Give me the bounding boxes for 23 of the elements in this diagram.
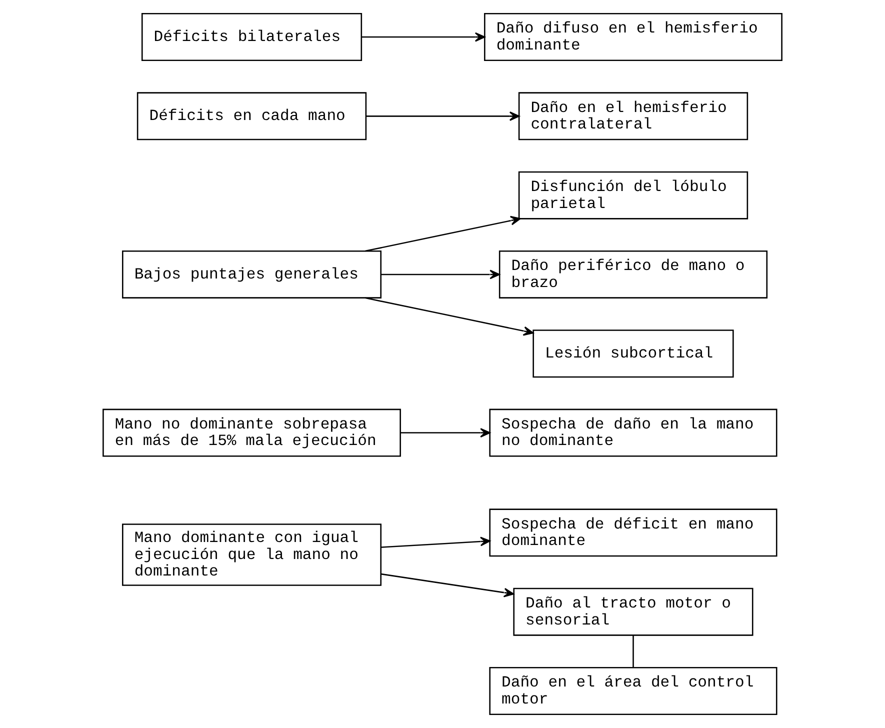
node-box: Lesión subcortical bbox=[532, 330, 734, 378]
node-box: Bajos puntajes generales bbox=[122, 250, 382, 298]
arrow bbox=[381, 536, 490, 548]
arrow bbox=[365, 297, 534, 336]
arrow bbox=[362, 32, 486, 42]
arrow bbox=[366, 111, 520, 121]
node-box: Daño en el hemisferio contralateral bbox=[518, 92, 748, 140]
arrow bbox=[400, 428, 490, 438]
node-box: Daño al tracto motor o sensorial bbox=[513, 588, 754, 636]
arrow bbox=[381, 573, 514, 598]
node-box: Déficits bilaterales bbox=[141, 13, 362, 62]
node-box: Sospecha de daño en la mano no dominante bbox=[489, 408, 778, 457]
node-box: Daño en el área del control motor bbox=[489, 666, 778, 715]
node-box: Disfunción del lóbulo parietal bbox=[518, 171, 748, 220]
arrow bbox=[381, 270, 500, 280]
arrow bbox=[365, 216, 521, 252]
node-box: Mano dominante con igual ejecución que la mano no dominante bbox=[122, 524, 382, 586]
connector bbox=[632, 635, 634, 668]
node-box: Daño periférico de mano o brazo bbox=[498, 250, 768, 298]
node-box: Mano no dominante sobrepasa en más de 15% mala ejecución bbox=[102, 408, 401, 457]
node-box: Sospecha de déficit en mano dominante bbox=[489, 508, 778, 557]
node-box: Daño difuso en el hemisferio dominante bbox=[484, 13, 782, 62]
node-box: Déficits en cada mano bbox=[136, 92, 367, 140]
